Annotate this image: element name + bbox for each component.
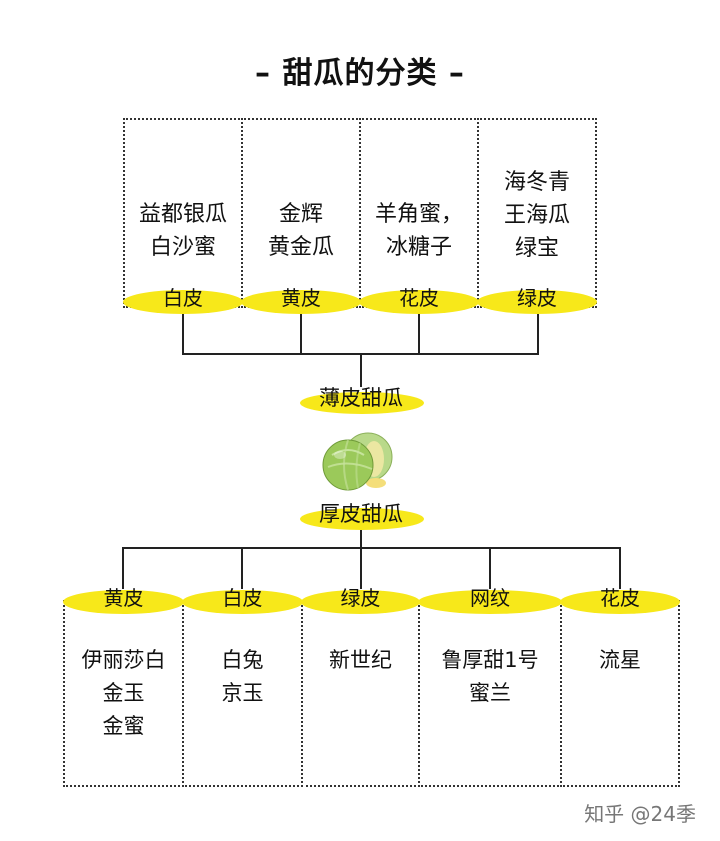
variety-text: 白兔 bbox=[221, 648, 264, 672]
thick-group-box-1: 白兔 京玉 bbox=[182, 600, 303, 787]
highlight-pill bbox=[477, 290, 597, 314]
thick-group-box-3: 鲁厚甜1号 蜜兰 bbox=[418, 600, 562, 787]
thick-group-box-0: 伊丽莎白 金玉 金蜜 bbox=[63, 600, 184, 787]
thin-group-label-3: 绿皮 bbox=[517, 286, 557, 310]
highlight-pill bbox=[418, 590, 562, 614]
highlight-pill bbox=[301, 590, 420, 614]
connector-line bbox=[182, 314, 184, 354]
thick-group-label-0: 黄皮 bbox=[103, 586, 144, 610]
variety-text: 绿宝 bbox=[514, 236, 559, 261]
highlight-pill bbox=[300, 508, 424, 530]
thin-group-label-1: 黄皮 bbox=[281, 286, 321, 310]
thin-group-box-1: 金辉 黄金瓜 bbox=[241, 118, 361, 308]
thin-group-label-2: 花皮 bbox=[399, 286, 439, 310]
highlight-pill bbox=[241, 290, 361, 314]
variety-text: 伊丽莎白 bbox=[81, 648, 166, 672]
connector-line bbox=[489, 547, 491, 589]
connector-line bbox=[241, 547, 243, 589]
variety-text: 京玉 bbox=[221, 681, 264, 705]
highlight-pill bbox=[359, 290, 479, 314]
variety-text: 流星 bbox=[599, 648, 641, 672]
thin-group-box-3: 海冬青 王海瓜 绿宝 bbox=[477, 118, 597, 308]
variety-text: 羊角蜜， bbox=[374, 202, 463, 227]
variety-text: 王海瓜 bbox=[503, 203, 570, 228]
variety-text: 蜜兰 bbox=[469, 681, 511, 705]
variety-text: 金玉 bbox=[102, 681, 145, 705]
connector-line bbox=[537, 314, 539, 354]
thin-group-box-2: 羊角蜜， 冰糖子 bbox=[359, 118, 479, 308]
variety-text: 新世纪 bbox=[329, 648, 392, 672]
thick-group-label-1: 白皮 bbox=[222, 586, 263, 610]
thick-group-label-3: 网纹 bbox=[470, 586, 510, 610]
variety-text: 白沙蜜 bbox=[149, 235, 216, 260]
variety-text: 冰糖子 bbox=[385, 235, 452, 260]
connector-line bbox=[360, 530, 362, 548]
highlight-pill bbox=[182, 590, 303, 614]
connector-line bbox=[300, 314, 302, 354]
variety-text: 黄金瓜 bbox=[267, 235, 334, 260]
variety-text: 鲁厚甜1号 bbox=[441, 648, 539, 672]
connector-line bbox=[122, 547, 124, 589]
thick-group-box-4: 流星 bbox=[560, 600, 680, 787]
highlight-pill bbox=[300, 392, 424, 414]
connector-line bbox=[360, 353, 362, 387]
thick-skin-label: 厚皮甜瓜 bbox=[319, 502, 403, 526]
diagram-title: – 甜瓜的分类 – bbox=[255, 56, 465, 91]
thin-group-label-0: 白皮 bbox=[163, 286, 203, 310]
thick-group-label-4: 花皮 bbox=[600, 586, 640, 610]
variety-text: 益都银瓜 bbox=[138, 202, 227, 227]
connector-line bbox=[122, 547, 621, 549]
thin-skin-label: 薄皮甜瓜 bbox=[319, 386, 403, 410]
highlight-pill bbox=[560, 590, 680, 614]
thick-group-label-2: 绿皮 bbox=[340, 586, 381, 610]
watermark-text: 知乎 @24季 bbox=[584, 802, 696, 826]
variety-text: 海冬青 bbox=[503, 170, 570, 195]
connector-line bbox=[619, 547, 621, 589]
melon-icon bbox=[322, 432, 393, 491]
variety-text: 金辉 bbox=[278, 202, 323, 227]
connector-line bbox=[418, 314, 420, 354]
variety-text: 金蜜 bbox=[102, 714, 145, 738]
thick-group-box-2: 新世纪 bbox=[301, 600, 420, 787]
highlight-pill bbox=[63, 590, 184, 614]
thin-group-box-0: 益都银瓜 白沙蜜 bbox=[123, 118, 243, 308]
connector-line bbox=[360, 547, 362, 589]
highlight-pill bbox=[123, 290, 243, 314]
